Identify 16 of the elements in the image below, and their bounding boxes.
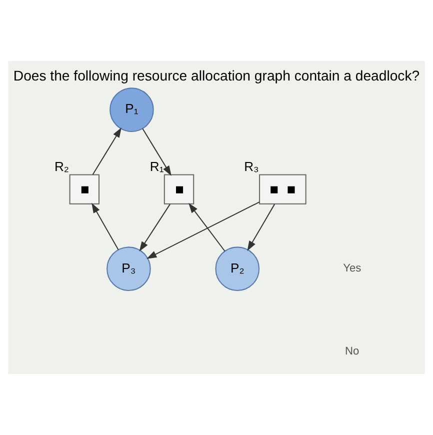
node-circle: P₁ [110, 88, 154, 132]
node-label: R₃ [244, 159, 259, 174]
label: Yes [343, 262, 362, 275]
arrow [92, 128, 122, 175]
arrow [146, 202, 260, 259]
node-label: R₂ [54, 159, 70, 174]
arrow [188, 202, 226, 252]
arrow [142, 128, 172, 176]
node-circle: P₃ [106, 246, 151, 291]
node-label: R₁ [150, 159, 164, 174]
diagram-title: Does the following resource allocation graph contain a deadlock? [13, 67, 420, 84]
arrow [139, 204, 170, 252]
arrow [92, 202, 119, 250]
label: No [345, 346, 360, 358]
node-circle: P₂ [215, 246, 260, 291]
arrow [247, 204, 275, 252]
